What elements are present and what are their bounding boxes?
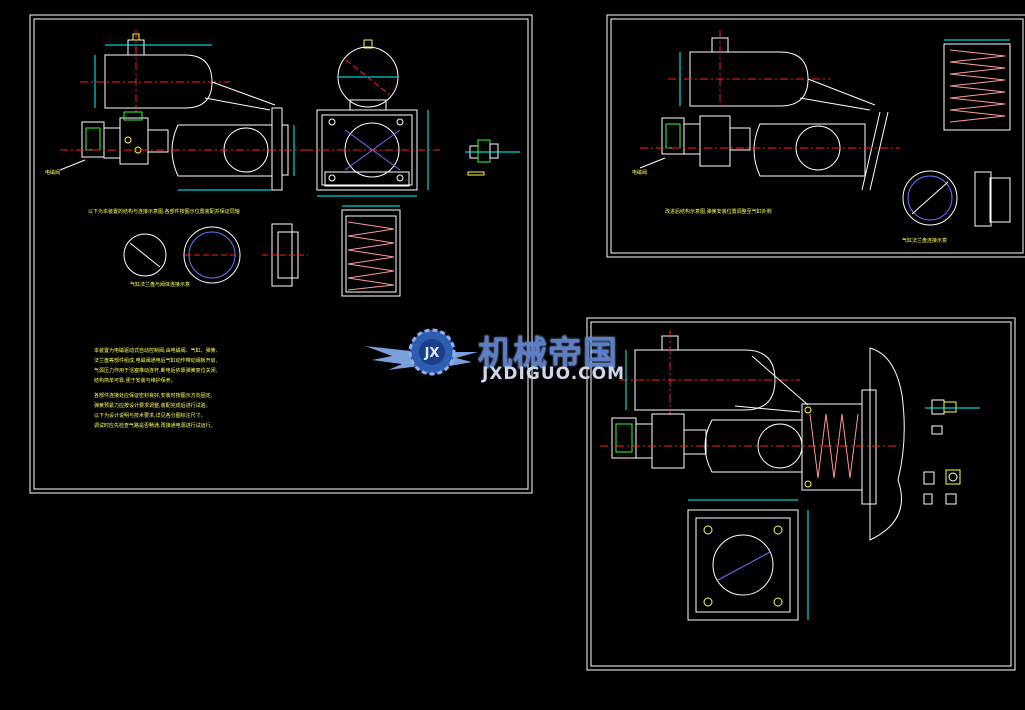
logo-badge-text: JX	[424, 346, 440, 361]
watermark-logo: JX	[365, 328, 478, 376]
tr-flange-note: 气缸法兰盘连接示意	[902, 237, 947, 244]
svg-text:各部件连接处应保证密封良好,安装时按图示方向固定,: 各部件连接处应保证密封良好,安装时按图示方向固定,	[94, 392, 213, 399]
small-bolt-detail	[465, 139, 520, 176]
tr-upper-air-tank	[668, 30, 876, 111]
solenoid-valve	[59, 111, 169, 171]
tr-compression-spring	[943, 39, 1011, 131]
main-note: 以下为本装置的结构与连接示意图,各部件按图示位置装配并保证同轴	[88, 208, 240, 215]
watermark-brand-name: 机械帝国	[478, 334, 618, 374]
svg-text:弹簧预紧力应按设计要求调整,装配完成后进行试验。: 弹簧预紧力应按设计要求调整,装配完成后进行试验。	[94, 402, 211, 409]
bottom-right-drawing-sheet	[586, 317, 1016, 671]
lower-cylinder	[60, 107, 320, 191]
tr-solenoid-callout: 电磁阀	[632, 169, 647, 176]
tr-main-note: 改进后结构示意图,弹簧安装位置调整至气缸外侧	[665, 208, 772, 215]
br-flange-plate	[687, 499, 809, 621]
flange-note: 气缸法兰盘与阀体连接示意	[130, 281, 190, 288]
svg-text:调试时应先检查气路是否畅通,再接通电源进行试运行。: 调试时应先检查气路是否畅通,再接通电源进行试运行。	[94, 422, 216, 429]
upper-air-tank	[80, 30, 276, 112]
flange-square-view	[305, 109, 440, 197]
br-spring	[809, 413, 859, 479]
svg-text:法兰盘等部件组成,电磁阀通电后气缸动作带动阀板开启,: 法兰盘等部件组成,电磁阀通电后气缸动作带动阀板开启,	[94, 357, 218, 364]
left-wing-icon	[365, 346, 420, 370]
br-solenoid-valve	[611, 413, 707, 469]
br-small-parts	[923, 399, 980, 505]
top-right-drawing-sheet: 电磁阀 改进后结构示意图,弹簧安装位置调整至气缸外侧 气缸法兰盘连接示意	[606, 14, 1025, 258]
solenoid-callout: 电磁阀	[45, 169, 60, 176]
tr-solenoid-valve	[639, 115, 751, 169]
watermark-url: JXDIGUO.COM	[482, 364, 626, 384]
svg-text:以下为设计说明与技术要求,详见各分图标注尺寸。: 以下为设计说明与技术要求,详见各分图标注尺寸。	[94, 412, 206, 419]
valve-top-view	[337, 39, 399, 111]
br-upper-air-tank	[620, 330, 809, 415]
tr-lower-cylinder	[640, 111, 900, 191]
br-wall-mount	[869, 347, 905, 541]
compression-spring	[341, 205, 401, 297]
svg-text:结构简单可靠,便于安装与维护保养。: 结构简单可靠,便于安装与维护保养。	[94, 377, 176, 384]
flange-detail-views	[123, 223, 308, 287]
left-drawing-sheet: 电磁阀	[29, 14, 533, 494]
svg-text:本装置为电磁驱动式自动控制阀,由电磁阀、气缸、弹簧、: 本装置为电磁驱动式自动控制阀,由电磁阀、气缸、弹簧、	[94, 347, 221, 354]
svg-text:气源压力作用于活塞推动连杆,断电后依靠弹簧复位关闭,: 气源压力作用于活塞推动连杆,断电后依靠弹簧复位关闭,	[94, 367, 218, 374]
tr-flange-detail	[902, 170, 1011, 227]
br-lower-cylinder	[600, 389, 900, 505]
design-notes-paragraph: 本装置为电磁驱动式自动控制阀,由电磁阀、气缸、弹簧、 法兰盘等部件组成,电磁阀通…	[94, 347, 221, 429]
